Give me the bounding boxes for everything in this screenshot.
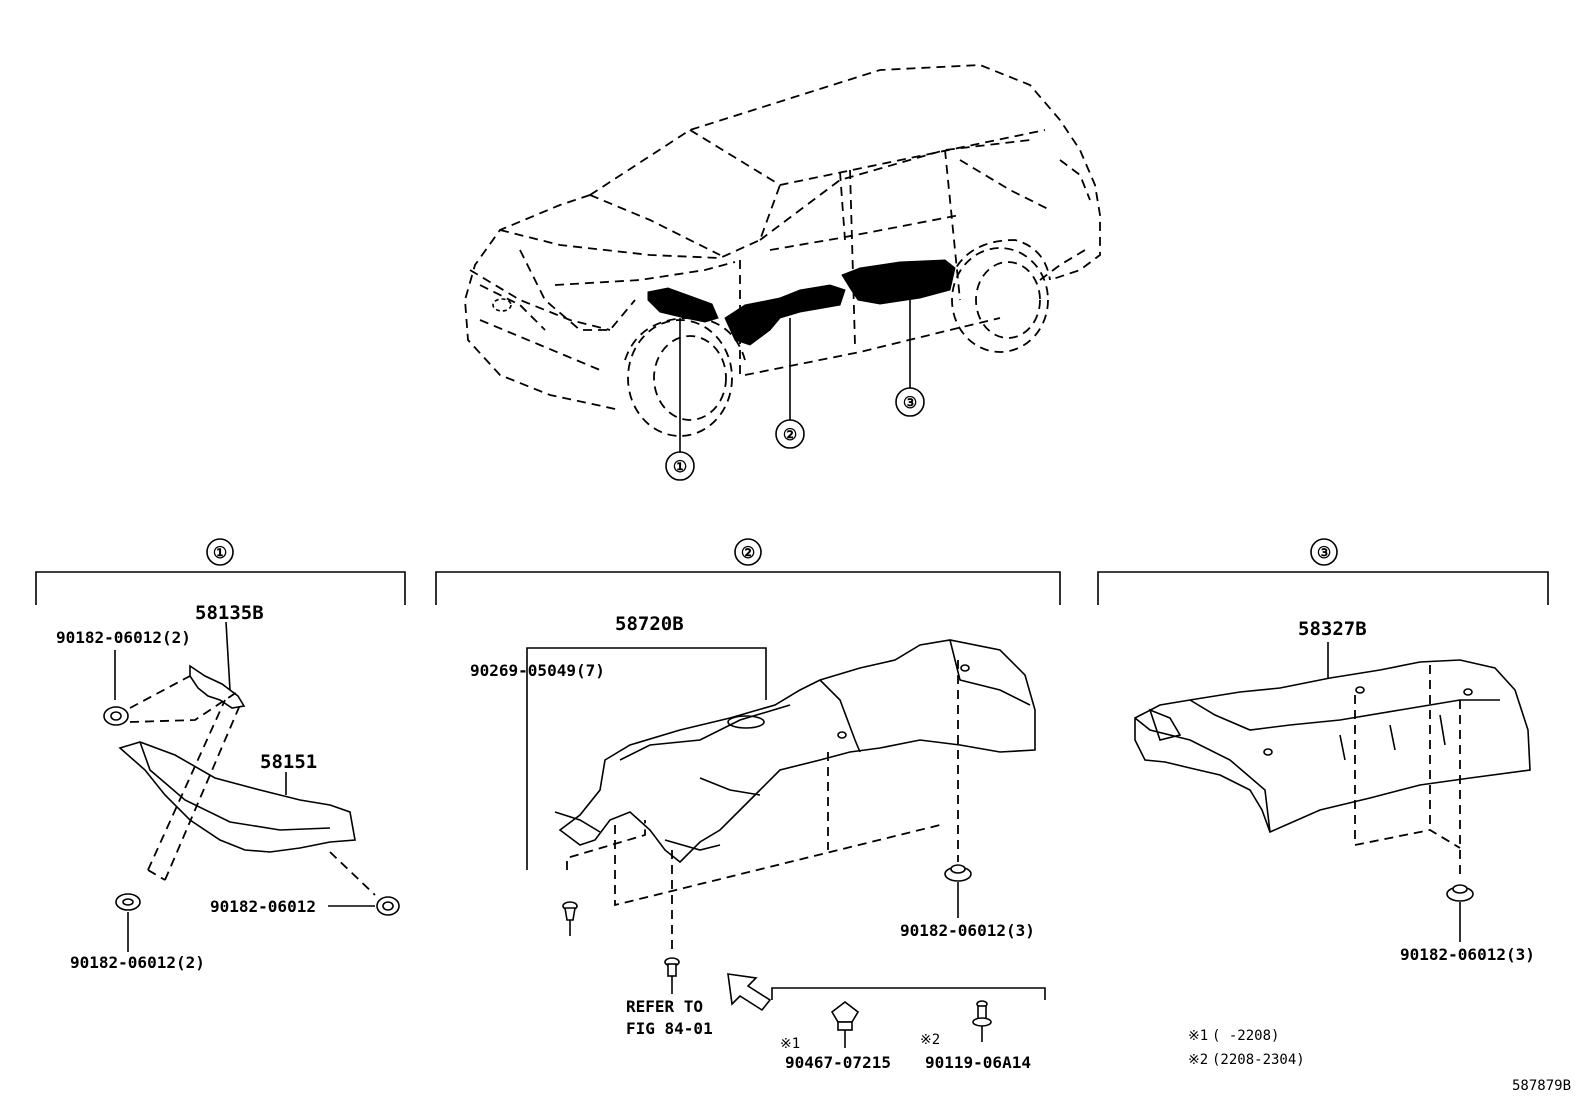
callout-2-vehicle — [775, 419, 805, 449]
callout-1-vehicle-label: ① — [673, 457, 687, 476]
bolt-variant-2-icon — [972, 1000, 992, 1042]
clip-label-s3: 90182-06012(3) — [1400, 945, 1535, 964]
note-2-mark: ※2 — [1188, 1052, 1208, 1068]
note-1-mark: ※1 — [1188, 1028, 1208, 1044]
part-58135B-drawing — [189, 664, 246, 709]
vehicle-outline — [464, 64, 1101, 437]
note-2-range: (2208-2304) — [1212, 1052, 1305, 1068]
callout-1-vehicle — [665, 451, 695, 481]
section-2-label: ② — [741, 543, 755, 562]
section-1: 58135B 90182-06012(2) 58151 90182-06012 — [56, 602, 400, 972]
clip-top-label-s1: 90182-06012(2) — [56, 628, 191, 647]
notes: ※1 ( -2208) ※2 (2208-2304) — [1188, 1028, 1305, 1068]
clip-right-label-s1: 90182-06012 — [210, 897, 316, 916]
clip-nut-icon — [944, 864, 972, 882]
section-1-label: ① — [213, 543, 227, 562]
pin-icon — [562, 901, 578, 936]
part-58151-drawing — [118, 741, 356, 853]
callout-3-vehicle-label: ③ — [903, 393, 917, 412]
section-3-label: ③ — [1317, 543, 1331, 562]
part-58720B-label: 58720B — [615, 613, 684, 635]
arrow-pointer-icon — [727, 973, 772, 1012]
callout-2-vehicle-label: ② — [783, 425, 797, 444]
vehicle-highlighted-parts — [647, 259, 956, 346]
callout-3-vehicle — [895, 387, 925, 417]
part-58327B-label: 58327B — [1298, 618, 1367, 640]
mark-1-label: ※1 — [780, 1036, 800, 1052]
bolt-1-label: 90467-07215 — [785, 1053, 891, 1072]
bolt-icon — [664, 957, 680, 994]
part-58720B-drawing — [558, 639, 1036, 864]
clip-bottom-label-s1: 90182-06012(2) — [70, 953, 205, 972]
clip-nut-icon — [103, 706, 129, 726]
refer-line-1: REFER TO — [626, 997, 703, 1016]
part-58151-label: 58151 — [260, 751, 317, 773]
vehicle-callouts: ① ② ③ — [665, 295, 925, 481]
section-2: 58720B 90269-05049(7) 90182-06012 — [470, 613, 1046, 1072]
note-1-range: ( -2208) — [1212, 1028, 1279, 1044]
pin-label-s2: 90269-05049(7) — [470, 661, 605, 680]
section-3: 58327B 90182-06012(3) — [1134, 618, 1535, 964]
refer-line-2: FIG 84-01 — [626, 1019, 713, 1038]
clip-nut-icon — [115, 893, 141, 911]
bolt-2-label: 90119-06A14 — [925, 1053, 1031, 1072]
bolt-variant-1-icon — [830, 1000, 860, 1048]
clip-right-label-s2: 90182-06012(3) — [900, 921, 1035, 940]
diagram-id: 587879B — [1512, 1078, 1571, 1094]
mark-2-label: ※2 — [920, 1032, 940, 1048]
section-brackets: ① ② ③ — [35, 538, 1549, 605]
clip-nut-icon — [376, 896, 400, 916]
part-58327B-drawing — [1134, 659, 1531, 834]
clip-nut-icon — [1446, 884, 1474, 902]
part-58135B-label: 58135B — [195, 602, 264, 624]
